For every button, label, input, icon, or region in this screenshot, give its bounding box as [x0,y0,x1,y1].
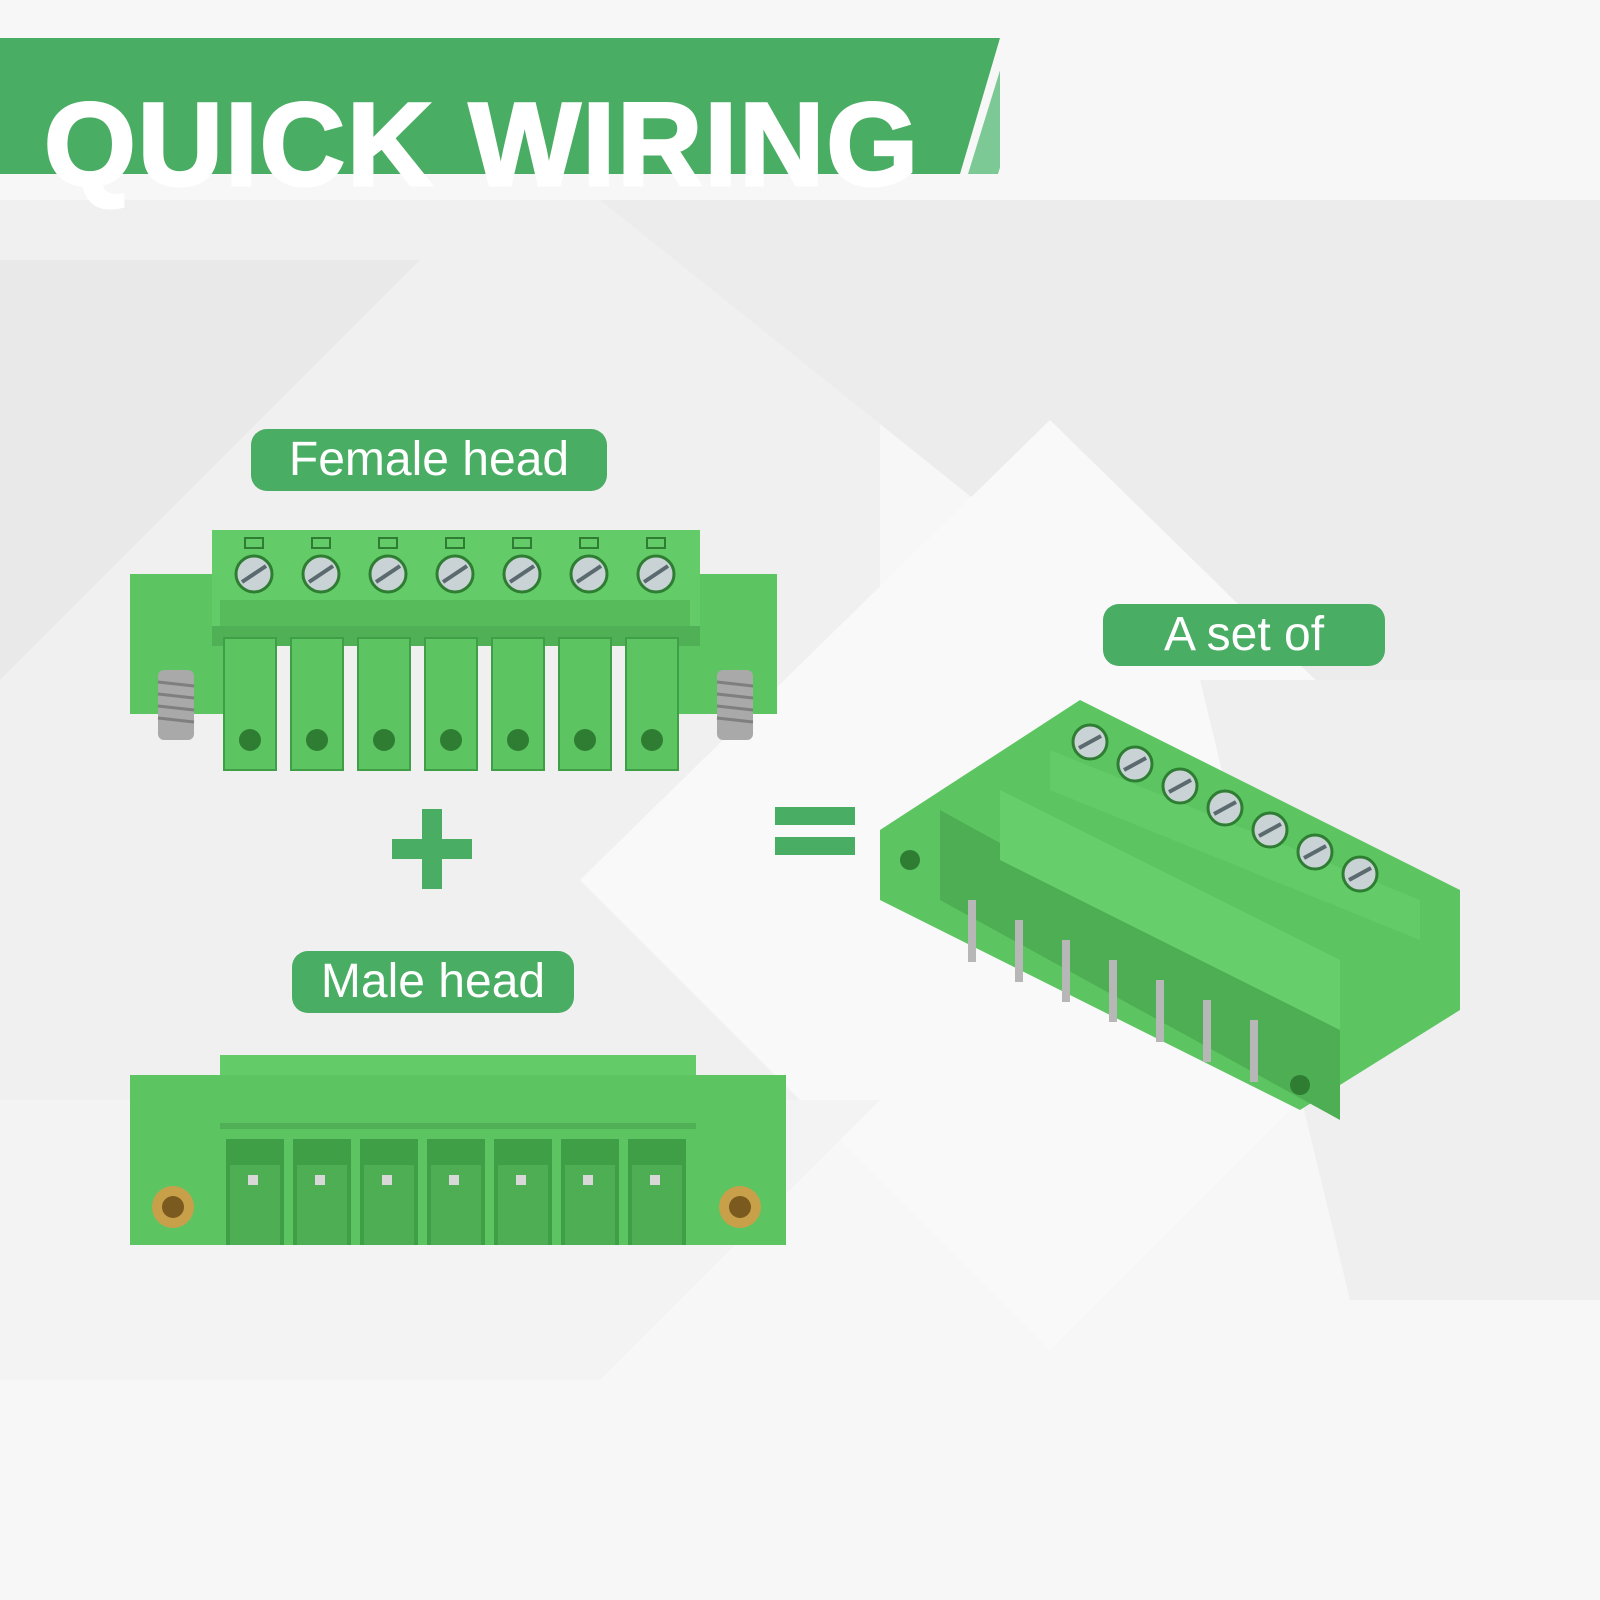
assembled-connector-image [880,700,1460,1120]
banner-stripe [968,70,1000,174]
pin-tip [650,1175,660,1185]
screw-slot [1348,866,1372,882]
terminal-marker [311,537,331,549]
wire-hole [574,729,596,751]
terminal-marker [445,537,465,549]
wire-hole [440,729,462,751]
wire-hole [373,729,395,751]
solder-pin [1156,980,1164,1042]
screw-slot [374,564,402,584]
wire-hole [641,729,663,751]
terminal-marker [378,537,398,549]
screw-slot [1258,822,1282,838]
pin-tip [315,1175,325,1185]
wire-hole [306,729,328,751]
banner-title: QUICK WIRING [42,79,921,211]
pin-tip [583,1175,593,1185]
solder-pin [1109,960,1117,1022]
terminal-marker [512,537,532,549]
screw-slot [1303,844,1327,860]
screw-slot [575,564,603,584]
solder-pin [1062,940,1070,1002]
screw-slot [1078,734,1102,750]
title-banner: QUICK WIRING [0,38,1000,206]
terminal-marker [579,537,599,549]
screw-slot [1123,756,1147,772]
wire-entry [424,637,478,771]
screw-slot [441,564,469,584]
solder-pin [1015,920,1023,982]
set-label: A set of [1103,604,1385,666]
screw-slot [1168,778,1192,794]
wire-hole [507,729,529,751]
pin-tip [382,1175,392,1185]
pin-tip [248,1175,258,1185]
terminal-marker [244,537,264,549]
male-connector-image [130,1055,786,1245]
male-head-label: Male head [292,951,574,1013]
screw-slot [508,564,536,584]
wire-hole [239,729,261,751]
terminal-marker [646,537,666,549]
screw-slot [642,564,670,584]
screw-slot [307,564,335,584]
banner-background [0,38,1000,174]
screw-slot [240,564,268,584]
screw-slot [1213,800,1237,816]
pin-tip [516,1175,526,1185]
female-head-label: Female head [251,429,607,491]
solder-pin [1203,1000,1211,1062]
equals-icon [775,807,855,855]
solder-pin [968,900,976,962]
female-connector-image [130,530,777,771]
plus-icon [392,809,472,889]
pin-tip [449,1175,459,1185]
solder-pin [1250,1020,1258,1082]
